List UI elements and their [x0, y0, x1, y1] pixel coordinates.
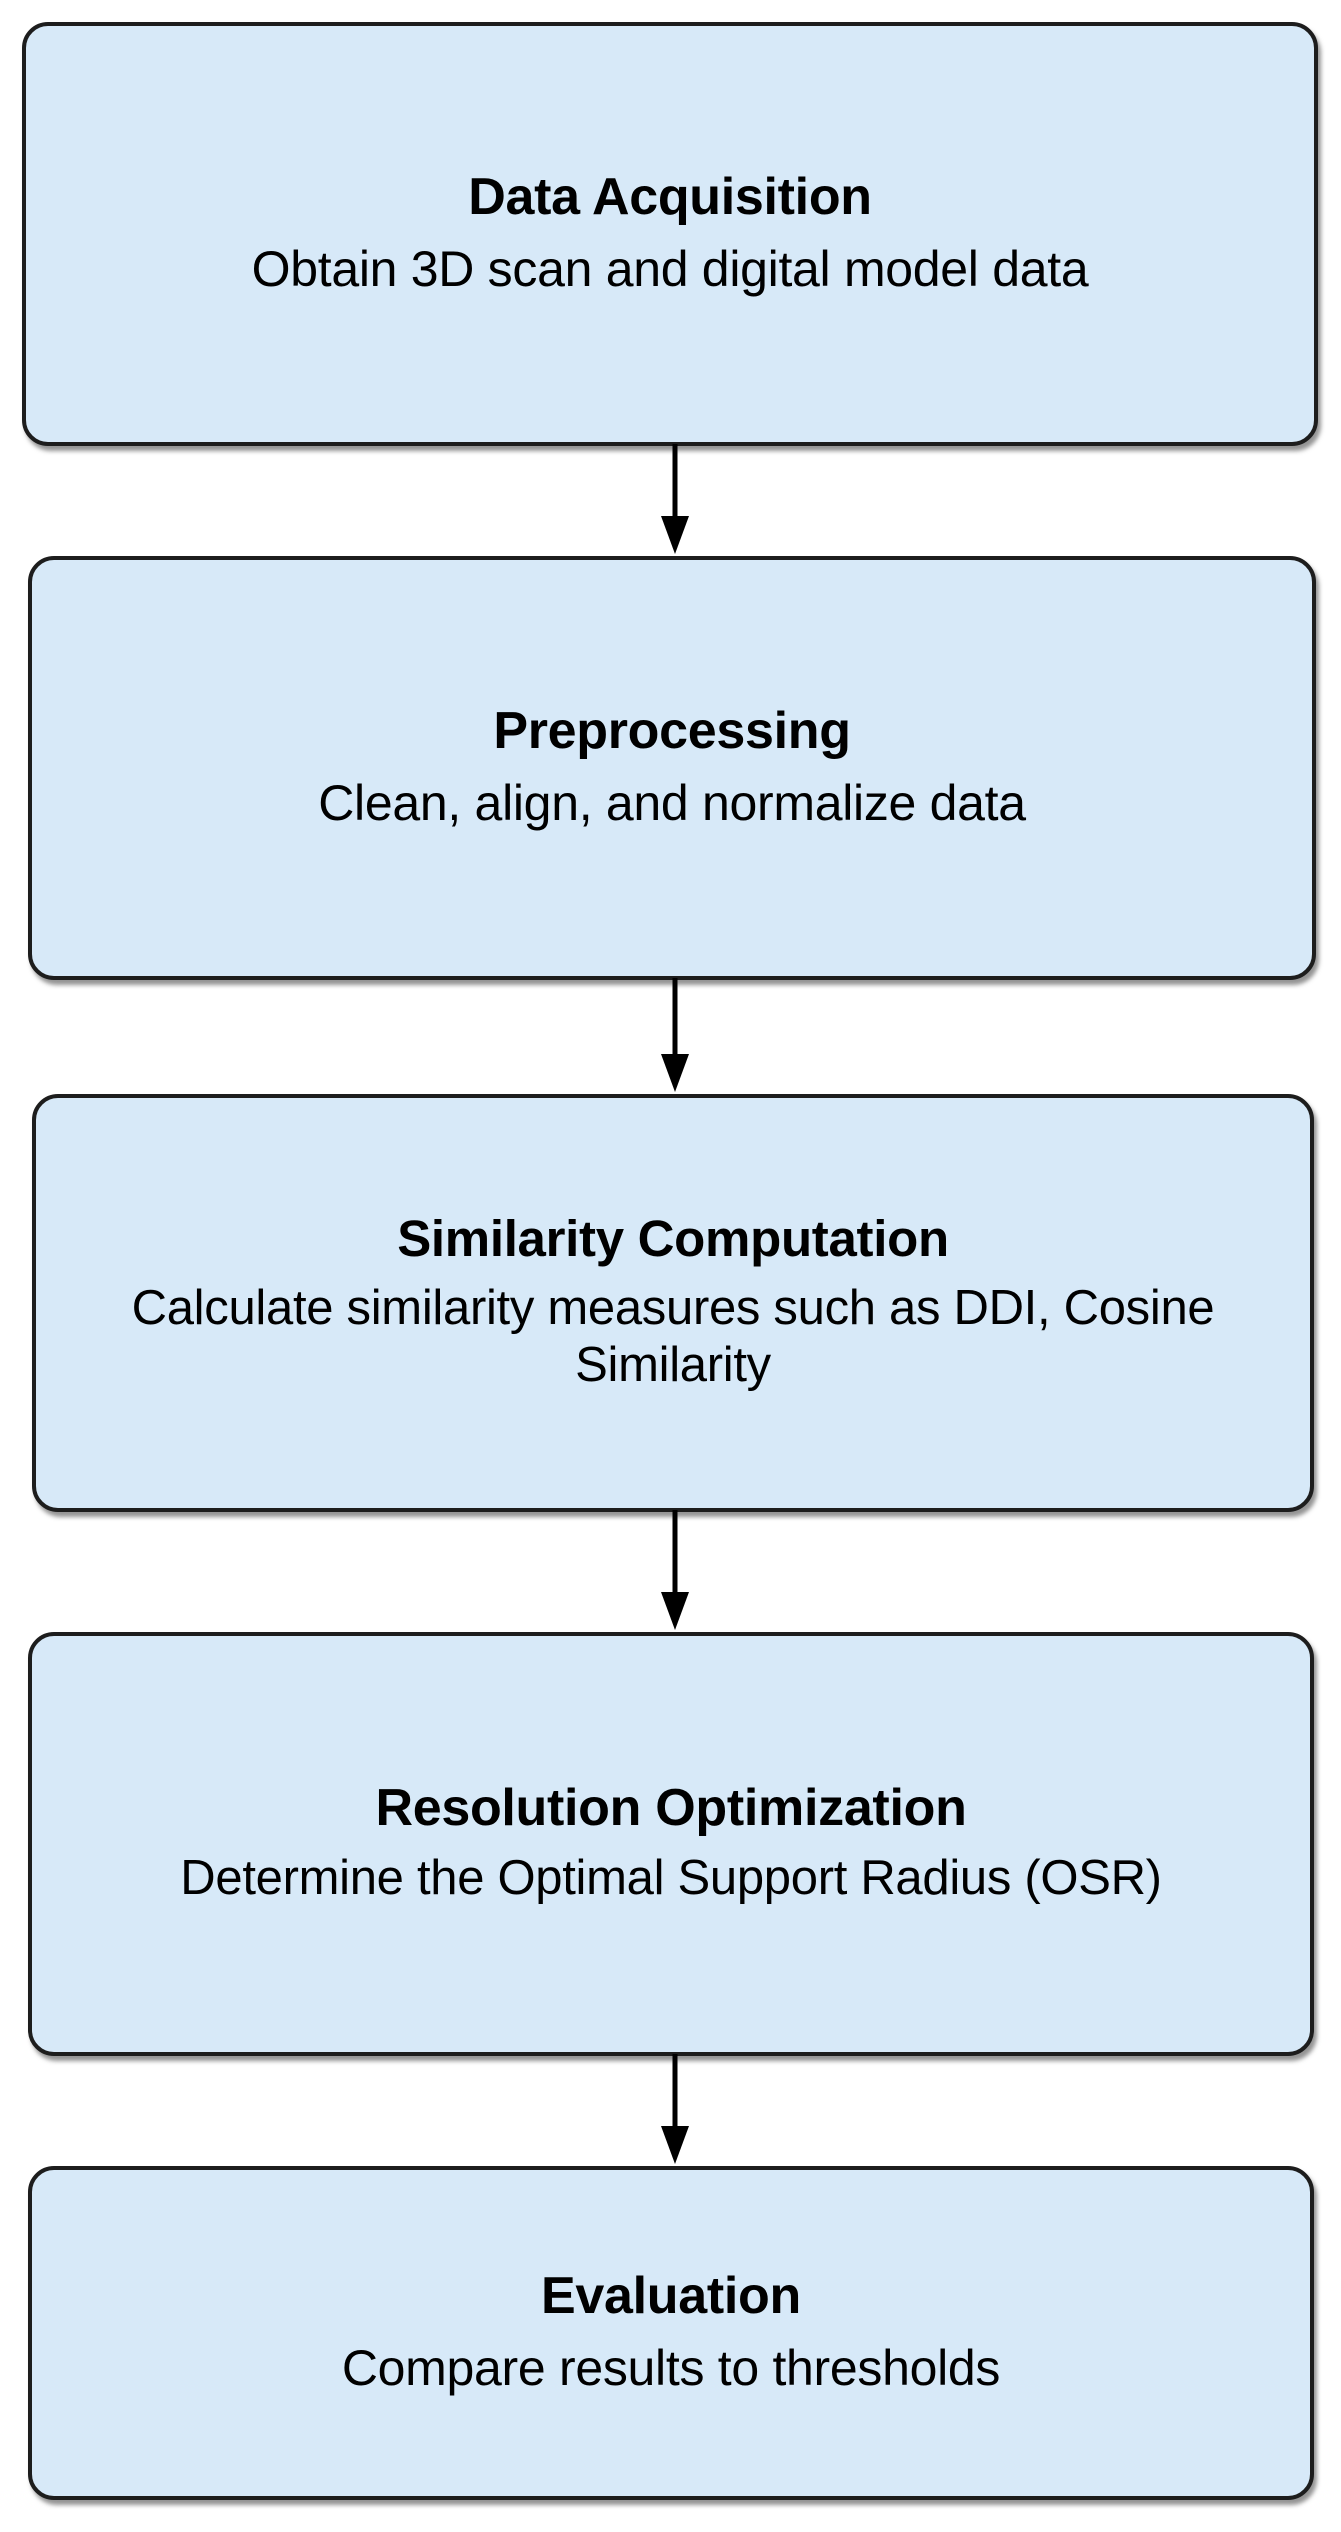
- flow-node-title: Evaluation: [541, 2267, 801, 2326]
- flow-node-description: Calculate similarity measures such as DD…: [131, 1281, 1215, 1393]
- flow-node-resolution-optimization[interactable]: Resolution Optimization Determine the Op…: [28, 1632, 1314, 2056]
- flow-node-title: Preprocessing: [493, 702, 851, 761]
- flow-connector-arrow: [660, 1510, 690, 1634]
- flow-node-description: Compare results to thresholds: [341, 2339, 1001, 2396]
- flow-connector-arrow: [660, 978, 690, 1096]
- flow-node-description: Clean, align, and normalize data: [318, 774, 1026, 831]
- flow-node-description: Obtain 3D scan and digital model data: [251, 240, 1089, 297]
- flow-node-preprocessing[interactable]: Preprocessing Clean, align, and normaliz…: [28, 556, 1316, 980]
- flow-node-similarity-computation[interactable]: Similarity Computation Calculate similar…: [32, 1094, 1314, 1512]
- flow-node-data-acquisition[interactable]: Data Acquisition Obtain 3D scan and digi…: [22, 22, 1318, 446]
- flow-node-description: Determine the Optimal Support Radius (OS…: [180, 1851, 1162, 1906]
- flow-node-title: Data Acquisition: [468, 168, 872, 227]
- flow-node-title: Resolution Optimization: [375, 1779, 967, 1838]
- flow-connector-arrow: [660, 2054, 690, 2168]
- flow-node-title: Similarity Computation: [397, 1210, 949, 1268]
- flow-connector-arrow: [660, 444, 690, 558]
- flow-node-evaluation[interactable]: Evaluation Compare results to thresholds: [28, 2166, 1314, 2500]
